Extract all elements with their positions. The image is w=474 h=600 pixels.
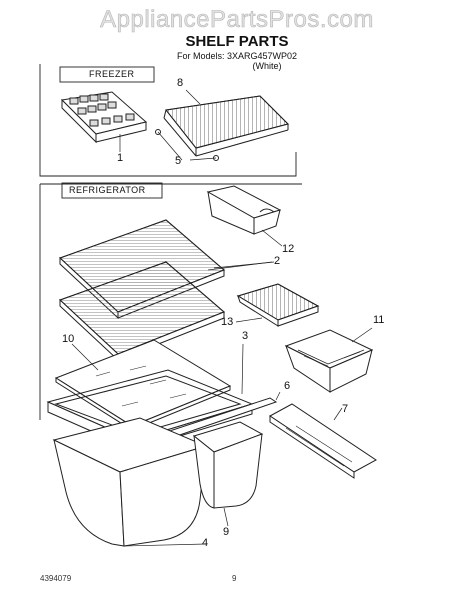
- part-drawer-rail: [269, 403, 377, 479]
- models-line-1: For Models: 3XARG457WP02: [176, 51, 298, 61]
- part-crisper-bin-large: [52, 417, 208, 547]
- callout-7: 7: [342, 403, 349, 415]
- callout-13: 13: [221, 316, 234, 328]
- part-freezer-wire-shelf: [155, 89, 289, 161]
- callout-8: 8: [177, 77, 184, 89]
- freezer-label: FREEZER: [89, 69, 135, 79]
- callout-2: 2: [274, 255, 281, 267]
- callout-1: 1: [117, 152, 124, 164]
- refrigerator-label: REFRIGERATOR: [69, 185, 146, 195]
- refrigerator-section-frame: [39, 182, 302, 420]
- watermark-text: AppliancePartsPros.com: [100, 6, 374, 34]
- callout-11: 11: [373, 314, 385, 326]
- callout-12: 12: [282, 243, 295, 255]
- model-info: For Models: 3XARG457WP02 (White): [0, 51, 474, 71]
- page-title: SHELF PARTS: [185, 33, 289, 50]
- callout-5: 5: [175, 155, 182, 167]
- callout-6: 6: [284, 380, 291, 392]
- part-glass-panel: [54, 339, 232, 431]
- part-door-bin: [206, 185, 283, 247]
- callout-10: 10: [62, 333, 75, 345]
- part-ice-tray: [60, 91, 148, 152]
- part-crisper-cover: [235, 283, 320, 327]
- page-number: 9: [232, 574, 237, 583]
- part-crisper-bin-small: [192, 421, 264, 527]
- callout-9: 9: [223, 526, 230, 538]
- callout-3: 3: [242, 330, 249, 342]
- models-line-2: (White): [252, 61, 282, 71]
- document-number: 4394079: [40, 574, 72, 583]
- part-crisper-drawer: [284, 327, 374, 393]
- freezer-section-frame: [39, 64, 297, 177]
- callout-4: 4: [202, 537, 209, 549]
